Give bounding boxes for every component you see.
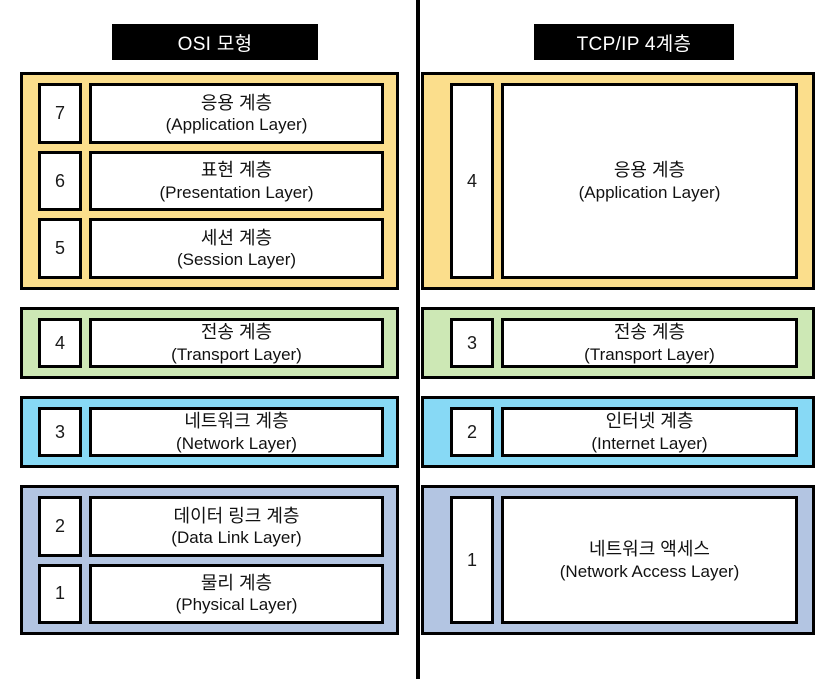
tcpip-transport-band: 3 전송 계층 (Transport Layer): [421, 307, 815, 379]
osi-layer-4-label-en: (Transport Layer): [171, 344, 302, 364]
osi-transport-band: 4 전송 계층 (Transport Layer): [20, 307, 399, 379]
osi-link-band: 2 데이터 링크 계층 (Data Link Layer) 1 물리 계층 (P…: [20, 485, 399, 635]
osi-layer-4-label-ko: 전송 계층: [200, 322, 273, 343]
tcpip-layer-2-label-en: (Internet Layer): [591, 433, 708, 453]
osi-layer-3-label-en: (Network Layer): [176, 433, 297, 453]
tcpip-layer-2-label-ko: 인터넷 계층: [605, 411, 694, 432]
osi-layer-1-label-en: (Physical Layer): [175, 595, 298, 615]
tcpip-layer-1-label-ko: 네트워크 액세스: [589, 539, 710, 560]
tcpip-layer-2-label: 인터넷 계층 (Internet Layer): [501, 407, 798, 457]
tcpip-internet-band: 2 인터넷 계층 (Internet Layer): [421, 396, 815, 468]
tcpip-layer-1-number: 1: [450, 496, 494, 624]
tcpip-title-text: TCP/IP 4계층: [576, 33, 692, 55]
osi-layer-7-label-ko: 응용 계층: [200, 92, 273, 113]
tcpip-layer-2: 2 인터넷 계층 (Internet Layer): [450, 407, 798, 457]
osi-layer-1-label: 물리 계층 (Physical Layer): [89, 563, 384, 624]
osi-layer-6-label: 표현 계층 (Presentation Layer): [89, 150, 384, 212]
osi-layer-5-label-en: (Session Layer): [176, 250, 297, 270]
tcpip-layer-3: 3 전송 계층 (Transport Layer): [450, 318, 798, 368]
osi-title-bar: OSI 모형: [112, 24, 318, 60]
osi-layer-4-number: 4: [38, 318, 82, 368]
osi-layer-1-number: 1: [38, 563, 82, 624]
tcpip-layer-1-label-en: (Network Access Layer): [559, 561, 740, 581]
tcpip-title-bar: TCP/IP 4계층: [534, 24, 734, 60]
osi-layer-6-label-en: (Presentation Layer): [159, 182, 314, 202]
osi-layer-2-label: 데이터 링크 계층 (Data Link Layer): [89, 496, 384, 557]
osi-application-band: 7 응용 계층 (Application Layer) 6 표현 계층 (Pre…: [20, 72, 399, 290]
tcpip-layer-4-label-ko: 응용 계층: [613, 160, 686, 181]
osi-layer-2-label-en: (Data Link Layer): [171, 527, 302, 547]
osi-layer-5-number: 5: [38, 218, 82, 280]
osi-layer-3-label-ko: 네트워크 계층: [184, 411, 289, 432]
osi-layer-7-label: 응용 계층 (Application Layer): [89, 83, 384, 144]
tcpip-layer-3-label-en: (Transport Layer): [584, 344, 715, 364]
tcpip-layer-3-label-ko: 전송 계층: [613, 322, 686, 343]
tcpip-application-band: 4 응용 계층 (Application Layer): [421, 72, 815, 290]
tcpip-layer-3-label: 전송 계층 (Transport Layer): [501, 318, 798, 368]
tcpip-layer-4-label: 응용 계층 (Application Layer): [501, 83, 798, 279]
osi-layer-5: 5 세션 계층 (Session Layer): [38, 218, 384, 280]
osi-layer-3-label: 네트워크 계층 (Network Layer): [89, 407, 384, 457]
osi-layer-4: 4 전송 계층 (Transport Layer): [38, 318, 384, 368]
osi-layer-3-number: 3: [38, 407, 82, 457]
osi-layer-7: 7 응용 계층 (Application Layer): [38, 83, 384, 144]
tcpip-layer-2-number: 2: [450, 407, 494, 457]
osi-layer-2-number: 2: [38, 496, 82, 557]
osi-layer-6-number: 6: [38, 150, 82, 212]
osi-network-band: 3 네트워크 계층 (Network Layer): [20, 396, 399, 468]
osi-layer-2: 2 데이터 링크 계층 (Data Link Layer): [38, 496, 384, 557]
osi-layer-7-number: 7: [38, 83, 82, 144]
osi-layer-6: 6 표현 계층 (Presentation Layer): [38, 150, 384, 212]
osi-layer-5-label: 세션 계층 (Session Layer): [89, 218, 384, 280]
tcpip-layer-1-label: 네트워크 액세스 (Network Access Layer): [501, 496, 798, 624]
tcpip-layer-4-label-en: (Application Layer): [578, 182, 721, 202]
vertical-divider: [416, 0, 420, 679]
tcpip-network-access-band: 1 네트워크 액세스 (Network Access Layer): [421, 485, 815, 635]
osi-title-text: OSI 모형: [177, 33, 253, 55]
osi-layer-5-label-ko: 세션 계층: [200, 227, 273, 248]
osi-layer-1: 1 물리 계층 (Physical Layer): [38, 563, 384, 624]
osi-layer-2-label-ko: 데이터 링크 계층: [173, 505, 300, 526]
osi-layer-7-label-en: (Application Layer): [165, 114, 308, 134]
tcpip-layer-1: 1 네트워크 액세스 (Network Access Layer): [450, 496, 798, 624]
tcpip-layer-4-number: 4: [450, 83, 494, 279]
osi-layer-1-label-ko: 물리 계층: [200, 573, 273, 594]
osi-layer-3: 3 네트워크 계층 (Network Layer): [38, 407, 384, 457]
tcpip-layer-3-number: 3: [450, 318, 494, 368]
osi-layer-4-label: 전송 계층 (Transport Layer): [89, 318, 384, 368]
osi-layer-6-label-ko: 표현 계층: [200, 160, 273, 181]
tcpip-layer-4: 4 응용 계층 (Application Layer): [450, 83, 798, 279]
